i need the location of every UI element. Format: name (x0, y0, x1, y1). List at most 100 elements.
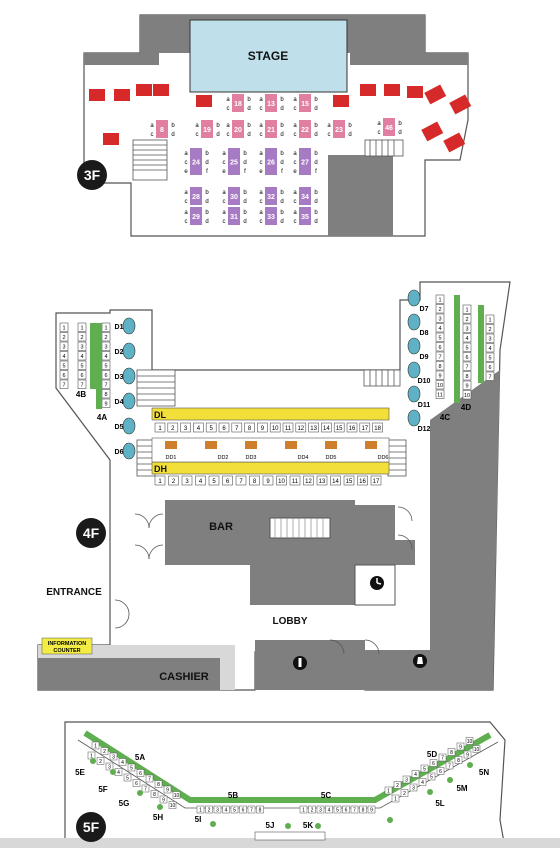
seat-5n[interactable]: 8 (454, 756, 463, 765)
dd-table-top[interactable] (165, 441, 177, 449)
table-top[interactable] (190, 207, 202, 225)
seat-5b[interactable]: 7 (247, 805, 256, 814)
row-4c-seat[interactable]: 10 (435, 380, 445, 390)
seat-box[interactable] (205, 805, 213, 814)
seat-5e[interactable]: 2 (96, 757, 105, 766)
seat-box[interactable] (447, 748, 456, 756)
table-top[interactable] (333, 120, 345, 138)
row-4b-seat[interactable]: 7 (59, 379, 69, 389)
dd-table[interactable]: DD5 (325, 441, 337, 461)
red-table[interactable] (89, 89, 105, 101)
dh-seat[interactable]: 17 (370, 475, 382, 486)
table-top[interactable] (190, 187, 202, 205)
booth-seat[interactable] (122, 392, 136, 410)
seat-5a[interactable]: 2 (100, 747, 109, 756)
seat-box[interactable] (370, 475, 382, 486)
seat-box[interactable] (411, 770, 420, 778)
row-4c-seat[interactable]: 2 (435, 304, 445, 314)
booth-seat[interactable] (407, 337, 421, 355)
dl-seat[interactable]: 1 (154, 422, 166, 433)
seat-box[interactable] (463, 750, 472, 759)
seat-box[interactable] (384, 786, 393, 795)
seat-5a[interactable]: 1 (91, 741, 100, 750)
row-4a-seat[interactable]: 2 (101, 332, 111, 342)
seat-box[interactable] (247, 805, 256, 814)
seat-box[interactable] (427, 772, 436, 781)
row-seat[interactable] (77, 370, 87, 380)
row-4c-seat[interactable]: 5 (462, 342, 472, 352)
row-seat[interactable] (77, 360, 87, 370)
row-4d-seat[interactable]: 6 (485, 362, 495, 372)
row-4d-seat[interactable]: 3 (485, 333, 495, 343)
seat-box[interactable] (420, 764, 429, 773)
green-seat-5f[interactable] (387, 817, 393, 823)
booth-d11[interactable]: D11 (407, 385, 430, 409)
row-seat[interactable] (462, 361, 472, 371)
dl-seat[interactable]: 16 (346, 422, 358, 433)
table-top[interactable] (232, 120, 244, 138)
row-seat[interactable] (435, 380, 445, 390)
dh-seat[interactable]: 4 (195, 475, 206, 486)
row-seat[interactable] (59, 379, 69, 389)
seat-box[interactable] (235, 475, 247, 486)
seat-box[interactable] (289, 475, 301, 486)
seat-box[interactable] (333, 805, 342, 814)
red-table[interactable] (443, 132, 466, 153)
seat-box[interactable] (308, 805, 316, 814)
seat-5c[interactable]: 1 (299, 805, 308, 814)
row-4c-seat[interactable]: 2 (462, 314, 472, 324)
seat-box[interactable] (193, 422, 204, 433)
seat-box[interactable] (308, 422, 319, 433)
booth-seat[interactable] (407, 409, 421, 427)
seat-5d[interactable]: 7 (438, 753, 447, 762)
green-seat-5f[interactable] (285, 823, 291, 829)
row-4a-seat[interactable]: 9 (101, 398, 111, 408)
row-seat[interactable] (59, 322, 69, 332)
green-seat-5f[interactable] (90, 758, 96, 764)
green-seat-5f[interactable] (467, 762, 473, 768)
row-4b-seat[interactable]: 5 (77, 360, 87, 370)
dh-seat[interactable]: 6 (222, 475, 233, 486)
dl-seat[interactable]: 6 (218, 422, 230, 433)
row-4b-seat[interactable]: 6 (77, 370, 87, 380)
row-seat[interactable] (462, 352, 472, 362)
table-top[interactable] (383, 118, 395, 136)
table-top[interactable] (299, 207, 311, 225)
seat-5n[interactable]: 4 (418, 778, 427, 787)
booth-d5[interactable]: D5 (115, 417, 136, 435)
table-top[interactable] (228, 148, 240, 175)
seat-box[interactable] (213, 805, 222, 814)
seat-box[interactable] (168, 801, 177, 809)
dl-seat[interactable]: 9 (257, 422, 268, 433)
seat-5c[interactable]: 6 (342, 805, 350, 814)
table-top[interactable] (299, 120, 311, 138)
dh-seat[interactable]: 13 (316, 475, 328, 486)
dl-seat[interactable]: 11 (282, 422, 294, 433)
seat-5b[interactable]: 6 (239, 805, 247, 814)
table-top[interactable] (299, 94, 311, 112)
row-seat[interactable] (485, 343, 495, 353)
dh-seat[interactable]: 12 (303, 475, 314, 486)
row-seat[interactable] (435, 342, 445, 352)
row-seat[interactable] (462, 390, 472, 400)
seat-box[interactable] (141, 784, 150, 793)
seat-box[interactable] (154, 475, 166, 486)
seat-5a[interactable]: 3 (109, 752, 118, 761)
table-top[interactable] (156, 120, 168, 138)
seat-5c[interactable]: 7 (350, 805, 359, 814)
seat-box[interactable] (303, 475, 314, 486)
seat-5a[interactable]: 8 (154, 780, 163, 789)
row-4a-seat[interactable]: 7 (101, 379, 111, 389)
seat-box[interactable] (402, 775, 411, 784)
seat-5d[interactable]: 9 (456, 742, 465, 751)
seat-box[interactable] (167, 422, 179, 433)
booth-d10[interactable]: D10 (407, 361, 431, 385)
seat-box[interactable] (342, 805, 350, 814)
row-seat[interactable] (77, 351, 87, 361)
